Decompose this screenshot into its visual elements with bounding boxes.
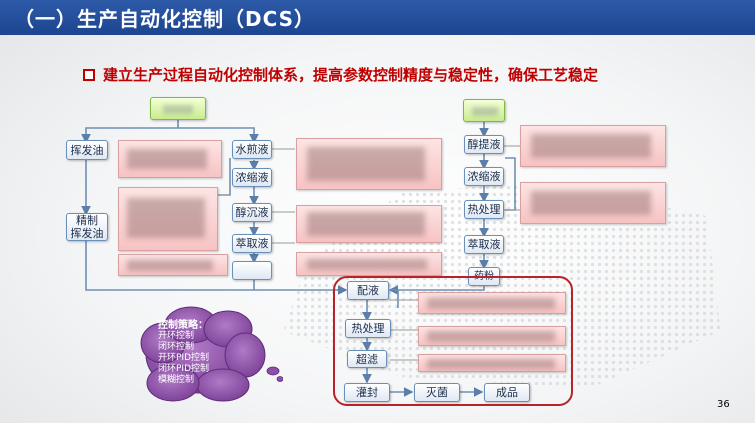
info-box-8 bbox=[520, 182, 666, 224]
control-strategy-item: 开环PID控制 bbox=[158, 353, 210, 363]
node-water-decoction: 水煎液 bbox=[232, 140, 272, 159]
control-strategy-item: 闭环PID控制 bbox=[158, 364, 210, 374]
node-extract-middle: 萃取液 bbox=[232, 234, 272, 253]
info-box-4 bbox=[296, 138, 442, 190]
node-mix: 配液 bbox=[347, 281, 389, 300]
info-box-9 bbox=[418, 292, 566, 314]
formulation-frame bbox=[333, 276, 573, 406]
node-volatile-oil: 挥发油 bbox=[66, 140, 108, 160]
control-strategy-title: 控制策略： bbox=[158, 320, 208, 331]
control-strategy-list: 控制策略： 开环控制 闭环控制 开环PID控制 闭环PID控制 模糊控制 bbox=[158, 320, 209, 386]
node-concentrate-right: 浓缩液 bbox=[464, 167, 504, 186]
node-concentrate-middle: 浓缩液 bbox=[232, 168, 272, 187]
node-filling: 灌封 bbox=[344, 383, 390, 402]
info-box-6 bbox=[296, 252, 442, 276]
info-box-3 bbox=[118, 254, 228, 276]
info-box-5 bbox=[296, 205, 442, 243]
square-bullet-icon bbox=[83, 68, 95, 81]
start-node-right bbox=[463, 99, 505, 122]
node-filtration: 超滤 bbox=[347, 350, 387, 368]
node-heat-treatment-formulation: 热处理 bbox=[345, 319, 391, 338]
start-node-left bbox=[150, 97, 206, 120]
info-box-1 bbox=[118, 140, 222, 178]
control-strategy-item: 闭环控制 bbox=[158, 342, 195, 352]
node-refined-volatile-oil: 精制 挥发油 bbox=[66, 213, 108, 241]
node-alcohol-precipitate: 醇沉液 bbox=[232, 203, 272, 222]
node-heat-treatment-right: 热处理 bbox=[464, 200, 504, 219]
info-box-11 bbox=[418, 354, 566, 372]
title-bar: （一）生产自动化控制（DCS） bbox=[0, 0, 755, 35]
node-extract-right: 萃取液 bbox=[464, 235, 504, 254]
slide-title: （一）生产自动化控制（DCS） bbox=[14, 7, 316, 31]
node-product: 成品 bbox=[484, 383, 530, 402]
info-box-10 bbox=[418, 326, 566, 346]
node-sterilize: 灭菌 bbox=[414, 383, 460, 402]
page-number: 36 bbox=[717, 399, 730, 410]
control-strategy-cloud bbox=[140, 306, 283, 402]
info-box-2 bbox=[118, 187, 218, 251]
info-box-7 bbox=[520, 125, 666, 167]
headline-text: 建立生产过程自动化控制体系，提高参数控制精度与稳定性，确保工艺稳定 bbox=[103, 66, 599, 84]
node-alcohol-extract: 醇提液 bbox=[464, 135, 504, 154]
control-strategy-item: 开环控制 bbox=[158, 331, 195, 341]
control-strategy-item: 模糊控制 bbox=[158, 375, 195, 385]
headline: 建立生产过程自动化控制体系，提高参数控制精度与稳定性，确保工艺稳定 bbox=[83, 64, 598, 85]
node-middle-output bbox=[232, 261, 272, 280]
